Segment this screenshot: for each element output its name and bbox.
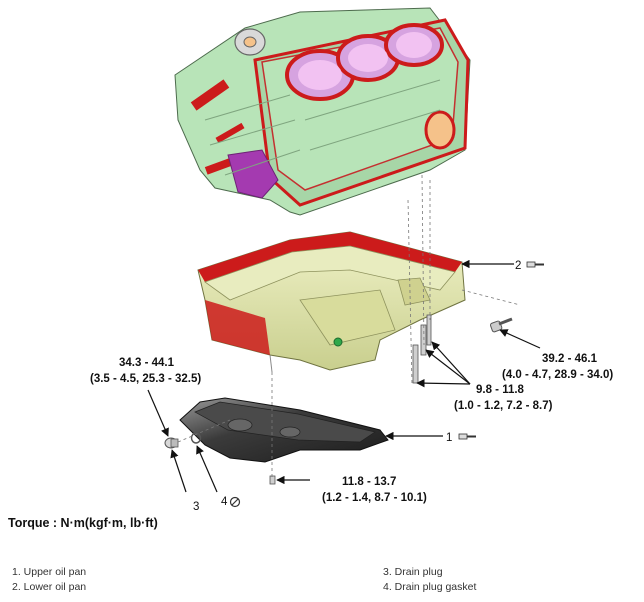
- callout-3: 3: [193, 501, 199, 510]
- callout-2: 2: [515, 260, 521, 272]
- lower-oil-pan: [179, 397, 389, 463]
- svg-text:(1.0 - 1.2, 7.2 - 8.7): (1.0 - 1.2, 7.2 - 8.7): [454, 400, 553, 412]
- svg-text:9.8 - 11.8: 9.8 - 11.8: [476, 384, 525, 396]
- gasket-symbol-icon: [229, 496, 241, 508]
- spec-drain-plug: 34.3 - 44.1 (3.5 - 4.5, 25.3 - 32.5): [90, 357, 201, 385]
- leader-lines: [147, 259, 541, 493]
- svg-text:(1.2 - 1.4, 8.7 - 10.1): (1.2 - 1.4, 8.7 - 10.1): [322, 492, 427, 504]
- callout-4: 4: [221, 496, 228, 508]
- lower-pan-bolt: [269, 475, 276, 485]
- svg-text:(4.0 - 4.7, 28.9 - 34.0): (4.0 - 4.7, 28.9 - 34.0): [502, 369, 613, 381]
- drain-plug-gasket: [190, 432, 202, 444]
- oil-pan-exploded-diagram: 1 2 3 4 34.3 - 44.1 (3.5 - 4.5, 25.3 - 3…: [90, 7, 613, 510]
- legend-left: 1. Upper oil pan 2. Lower oil pan: [12, 565, 86, 595]
- torque-units-label: Torque : N·m(kgf·m, lb·ft): [8, 516, 158, 530]
- cylinder-bores: [285, 23, 444, 101]
- drain-plug: [164, 437, 179, 449]
- legend-item-lower-oil-pan: 2. Lower oil pan: [12, 581, 87, 593]
- bolt-glyph-1: [458, 433, 476, 440]
- legend-item-drain-plug: 3. Drain plug: [383, 566, 443, 578]
- legend-item-upper-oil-pan: 1. Upper oil pan: [12, 566, 87, 578]
- vertical-bolts: [412, 314, 432, 384]
- svg-text:(3.5 - 4.5, 25.3 - 32.5): (3.5 - 4.5, 25.3 - 32.5): [90, 373, 201, 385]
- assembly-lines: [177, 174, 521, 478]
- legend-right: 3. Drain plug 4. Drain plug gasket: [383, 565, 476, 595]
- svg-text:11.8 - 13.7: 11.8 - 13.7: [342, 476, 396, 488]
- svg-text:39.2 - 46.1: 39.2 - 46.1: [542, 353, 598, 365]
- engine-block: [174, 7, 471, 216]
- bolt-icon: [489, 317, 513, 333]
- callout-1: 1: [446, 432, 452, 444]
- spec-upper-pan-bolt-large: 39.2 - 46.1 (4.0 - 4.7, 28.9 - 34.0): [502, 353, 613, 381]
- spec-upper-pan-bolts: 9.8 - 11.8 (1.0 - 1.2, 7.2 - 8.7): [454, 384, 553, 412]
- spec-lower-pan-bolts: 11.8 - 13.7 (1.2 - 1.4, 8.7 - 10.1): [322, 476, 427, 504]
- bolt-glyph-2: [526, 261, 544, 268]
- legend-item-drain-plug-gasket: 4. Drain plug gasket: [383, 581, 477, 593]
- upper-oil-pan: [197, 231, 466, 373]
- svg-text:34.3 - 44.1: 34.3 - 44.1: [119, 357, 175, 369]
